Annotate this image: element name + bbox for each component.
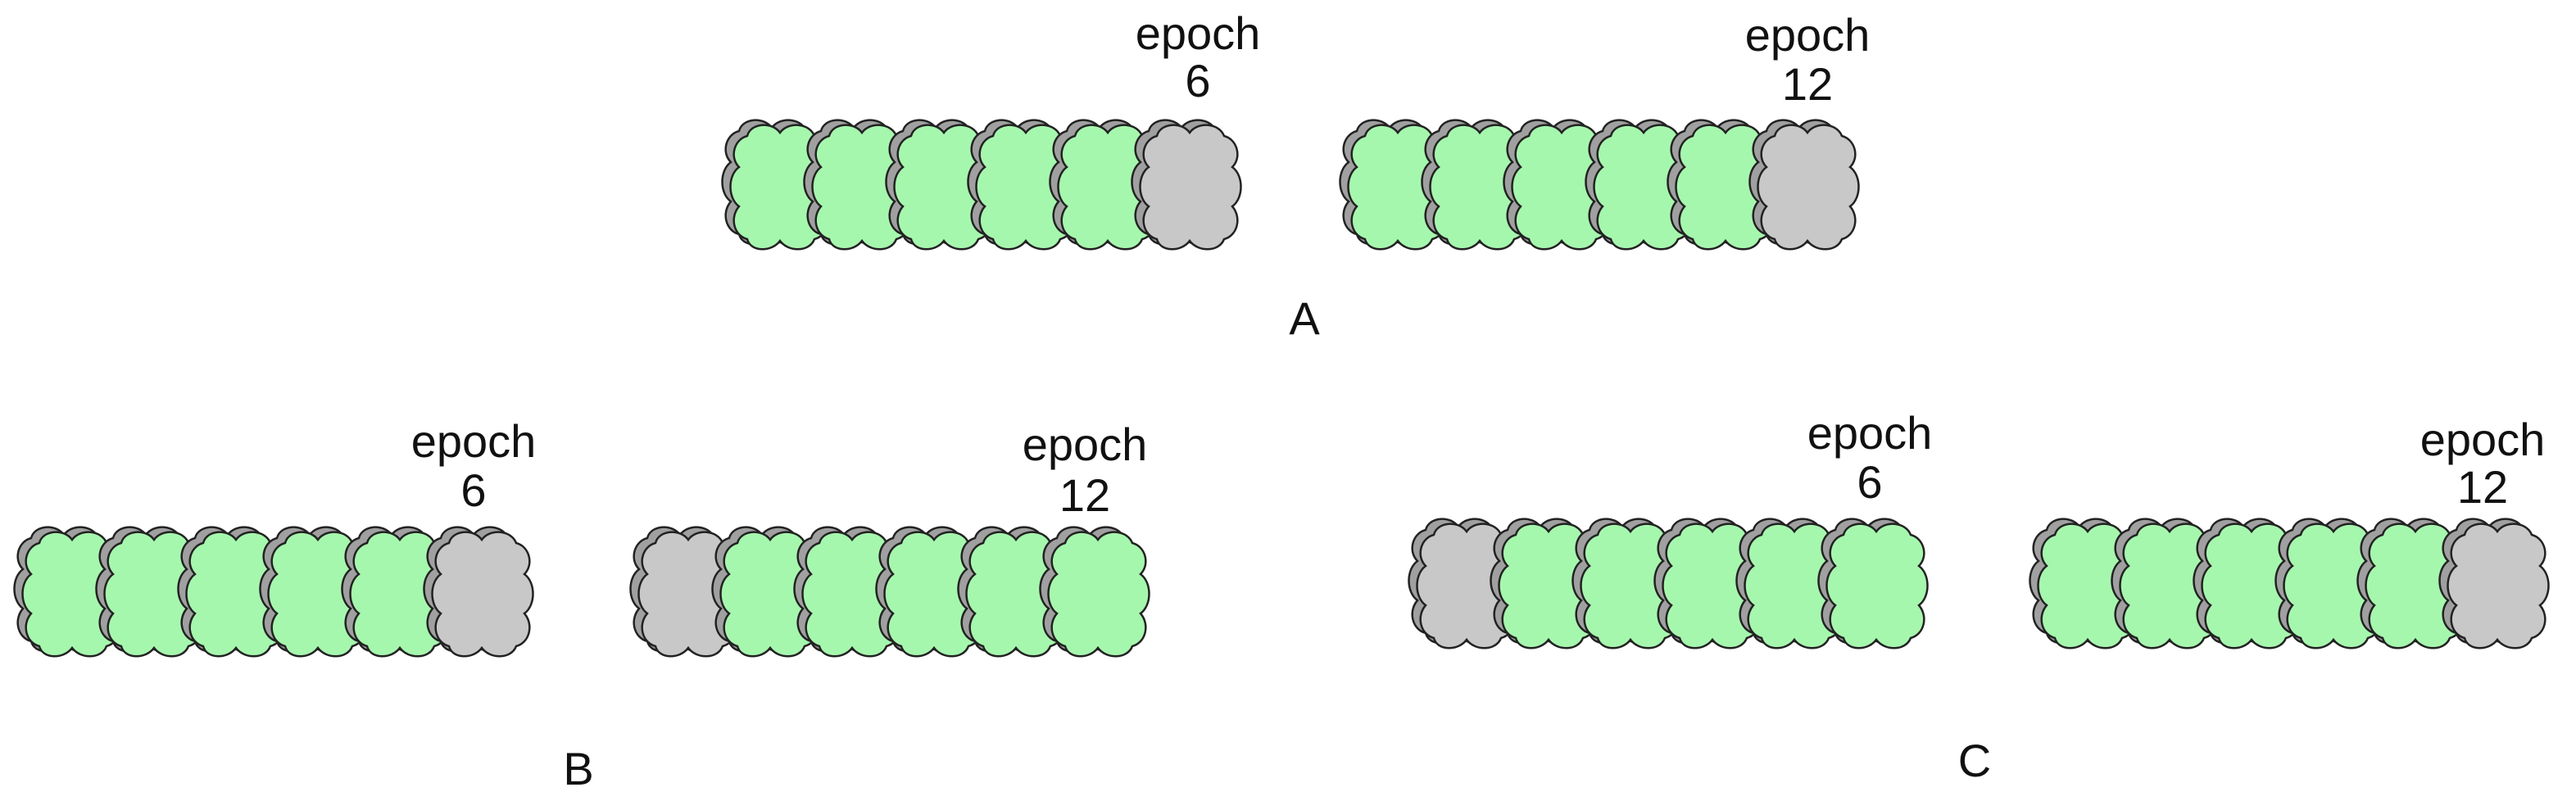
epoch-word-label: epoch — [1023, 419, 1148, 470]
epoch-word-label: epoch — [411, 415, 537, 467]
epoch-number-label: 12 — [1782, 58, 1833, 110]
panel-a-group-epoch-12: epoch 12 — [1339, 9, 1871, 251]
panel-label: B — [563, 743, 593, 794]
cell-row — [2029, 518, 2550, 649]
panel-c-group-epoch-12: epoch 12 — [2029, 414, 2550, 649]
panel-c: epoch 6 epoch 12 C — [1408, 407, 2550, 786]
panel-b: epoch 6 epoch 12 B — [13, 415, 1150, 794]
active-cell — [1039, 526, 1150, 658]
cell-row — [1339, 119, 1860, 251]
epoch-number-label: 12 — [2457, 461, 2508, 513]
panel-a: epoch 6 epoch 12 A — [721, 7, 1871, 344]
inactive-cell — [2438, 518, 2550, 649]
panel-label: A — [1289, 292, 1320, 344]
active-cell — [1817, 518, 1929, 649]
panel-a-group-epoch-6: epoch 6 — [721, 7, 1261, 251]
panel-label: C — [1958, 735, 1991, 786]
cell-row — [721, 119, 1242, 251]
epoch-number-label: 6 — [460, 464, 486, 516]
cell-row — [1408, 518, 1929, 649]
inactive-cell — [1131, 119, 1242, 251]
epoch-number-label: 12 — [1059, 469, 1110, 521]
epoch-word-label: epoch — [1745, 9, 1871, 61]
panel-c-group-epoch-6: epoch 6 — [1408, 407, 1933, 649]
cell-row — [13, 526, 534, 658]
epoch-number-label: 6 — [1185, 55, 1210, 106]
epoch-word-label: epoch — [1807, 407, 1933, 459]
inactive-cell — [1748, 119, 1860, 251]
epoch-number-label: 6 — [1857, 456, 1882, 508]
inactive-cell — [423, 526, 534, 658]
epoch-word-label: epoch — [2420, 414, 2546, 465]
panel-b-group-epoch-6: epoch 6 — [13, 415, 537, 658]
epoch-word-label: epoch — [1136, 7, 1261, 59]
cell-row — [629, 526, 1150, 658]
panel-b-group-epoch-12: epoch 12 — [629, 419, 1150, 658]
